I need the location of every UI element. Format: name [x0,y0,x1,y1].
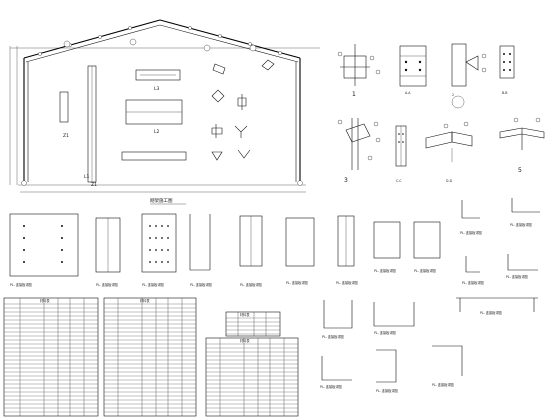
bracket-4-caption: PL- 连接板详图 [320,384,342,389]
node-detail-1: 1 [337,44,381,98]
caption-node-d: D-D [446,179,453,183]
node-number-2: 2 [452,93,454,97]
beam-lower [121,151,187,161]
plate-1-caption: PL- 连接板详图 [10,282,32,287]
material-table-2: 材料表 [103,297,197,417]
bracket-5-caption: PL- 连接板详图 [376,388,398,393]
joint-sketches [211,59,275,161]
node-details: 1 A-A 2 B-B [337,43,545,184]
angle-3-caption: PL- 连接板详图 [462,280,484,285]
material-table-2-title: 材料表 [140,298,150,303]
plate-3-caption: PL- 连接板详图 [142,282,164,287]
portal-frame-elevation: Z1 Z1 L3 L2 L1 刚架施工图 [9,19,320,205]
bracket-2-caption: PL- 连接板详图 [374,330,396,335]
node-detail-plate-c: C-C [395,125,407,183]
bracket-1-caption: PL- 连接板详图 [322,334,344,339]
rafter-left [23,19,161,59]
purlin-markers [38,26,282,56]
node-detail-plate-a: A-A [399,45,427,95]
bracket-3-caption: PL- 连接板详图 [480,310,502,315]
material-tables: 材料表 材料表 材料表 [3,297,299,417]
angle-4-caption: PL- 连接板详图 [506,274,528,279]
plate-6-caption: PL- 连接板详图 [286,280,308,285]
node-number-3: 3 [344,177,348,184]
angle-1-caption: PL- 连接板详图 [460,230,482,235]
material-table-1: 材料表 [3,297,99,417]
plate-1-bolts [23,225,63,263]
beam-l2-label: L2 [154,129,160,135]
plate-1 [9,213,79,277]
node-detail-5: 5 [499,117,545,174]
node-number-5: 5 [518,167,522,174]
plate-5-caption: PL- 连接板详图 [240,282,262,287]
material-table-3: 材料表 [225,311,281,337]
material-table-4: 材料表 [205,337,299,417]
beam-l3-label: L3 [154,86,160,92]
angle-2-caption: PL- 连接板详图 [510,222,532,227]
node-number-1: 1 [352,91,356,98]
plate-9-caption: PL- 连接板详图 [414,268,436,273]
material-table-1-title: 材料表 [40,298,50,303]
caption-node-c: C-C [396,179,402,183]
node-detail-bracket: 2 [451,43,487,109]
bracket-6-caption: PL- 连接板详图 [432,382,454,387]
material-table-3-title: 材料表 [240,312,250,317]
frame-l-label: L1 [84,174,90,180]
caption-node-a: A-A [405,91,411,95]
rafter-right [159,19,301,59]
node-detail-endplate: B-B [499,45,515,95]
column-z1-label: Z1 [91,182,97,188]
caption-node-b: B-B [502,91,507,95]
material-table-4-title: 材料表 [240,338,250,343]
plate-7-caption: PL- 连接板详图 [336,280,358,285]
column-z2-label: Z1 [63,133,69,139]
beam-l3 [135,69,181,81]
plate-details-row: PL- 连接板详图 PL- 连接板详图 PL- 连接板详图 PL- 连接板详图 … [9,198,540,287]
frame-title: 刚架施工图 [150,197,173,204]
plate-3-bolts [149,225,169,263]
bracket-details-bottom: PL- 连接板详图 PL- 连接板详图 PL- 连接板详图 PL- 连接板详图 … [320,297,538,393]
node-detail-4: D-D [425,121,473,183]
plate-4-caption: PL- 连接板详图 [190,282,212,287]
plate-8-caption: PL- 连接板详图 [374,268,396,273]
plate-2-caption: PL- 连接板详图 [96,282,118,287]
node-detail-3: 3 [337,118,381,184]
